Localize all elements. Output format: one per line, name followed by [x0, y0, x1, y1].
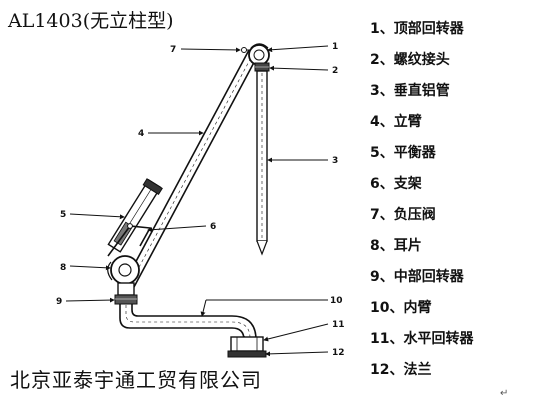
lug — [107, 255, 140, 285]
callout-12: 12 — [332, 348, 345, 358]
leader-8 — [69, 265, 111, 271]
legend-item-5: 5、平衡器 — [370, 145, 436, 161]
leader-6 — [147, 225, 207, 233]
flange — [227, 350, 267, 358]
top-swivel-joint — [248, 43, 270, 66]
legend-item-2: 2、螺纹接头 — [370, 52, 450, 68]
callout-11: 11 — [332, 320, 345, 330]
company-name: 北京亚泰宇通工贸有限公司 — [10, 368, 262, 392]
legend-item-6: 6、支架 — [370, 176, 422, 192]
callout-10: 10 — [330, 296, 343, 306]
legend-item-11: 11、水平回转器 — [370, 331, 474, 347]
legend-item-1: 1、顶部回转器 — [370, 21, 464, 37]
leader-1 — [267, 45, 329, 53]
legend-item-4: 4、立臂 — [370, 114, 422, 130]
legend-item-3: 3、垂直铝管 — [370, 83, 450, 99]
callouts — [65, 45, 329, 357]
horizontal-swivel-joint — [230, 336, 264, 352]
callout-6: 6 — [210, 222, 216, 232]
callout-2: 2 — [332, 66, 338, 76]
leader-9 — [65, 297, 115, 303]
diagram-title: AL1403(无立柱型) — [8, 10, 174, 32]
callout-4: 4 — [138, 129, 144, 139]
callout-1: 1 — [332, 42, 338, 52]
callout-7: 7 — [170, 45, 176, 55]
paragraph-mark: ↵ — [500, 388, 509, 399]
legend-item-8: 8、耳片 — [370, 238, 422, 254]
callout-8: 8 — [60, 263, 66, 273]
legend-item-9: 9、中部回转器 — [370, 269, 464, 285]
callout-3: 3 — [332, 156, 338, 166]
callout-numbers: 1 2 3 4 5 6 7 8 9 10 11 12 — [56, 42, 345, 358]
vacuum-valve — [241, 47, 251, 53]
threaded-joint — [254, 62, 270, 72]
leader-2 — [269, 65, 329, 71]
legend-item-12: 12、法兰 — [370, 362, 432, 378]
leader-5 — [69, 213, 125, 220]
callout-5: 5 — [60, 210, 66, 220]
leader-11 — [263, 323, 329, 342]
inner-arm — [119, 304, 257, 341]
legend-item-7: 7、负压阀 — [370, 207, 436, 223]
leader-7 — [180, 47, 241, 53]
balancer — [107, 178, 163, 253]
leader-12 — [265, 351, 329, 357]
middle-swivel-joint — [114, 282, 138, 305]
bracket — [107, 223, 152, 257]
vertical-aluminum-tube — [256, 70, 268, 256]
legend-item-10: 10、内臂 — [370, 300, 432, 316]
leader-10b — [200, 299, 207, 317]
callout-9: 9 — [56, 297, 62, 307]
upright-arm — [124, 49, 259, 288]
